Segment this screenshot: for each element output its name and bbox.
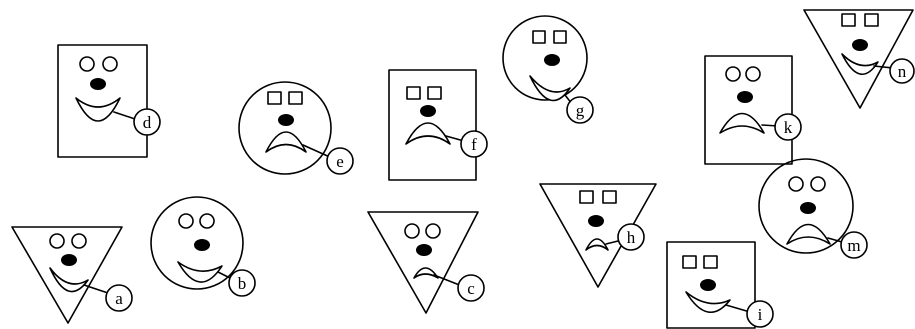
figure-label: h bbox=[627, 228, 636, 247]
figure-label: m bbox=[847, 236, 860, 255]
figure-h: h bbox=[540, 184, 656, 287]
nose bbox=[588, 215, 604, 227]
nose bbox=[544, 54, 560, 66]
figure-b: b bbox=[151, 197, 255, 296]
figure-label: g bbox=[576, 101, 585, 120]
square-outline bbox=[58, 45, 147, 157]
eye-round bbox=[726, 67, 740, 81]
circle-outline bbox=[239, 82, 331, 174]
mouth-smile bbox=[178, 262, 222, 282]
eye-round bbox=[80, 57, 94, 71]
mouth-smile bbox=[842, 54, 878, 74]
figure-i: i bbox=[667, 242, 773, 328]
mouth-frown bbox=[586, 239, 608, 250]
figure-m: m bbox=[759, 159, 867, 258]
nose bbox=[194, 239, 210, 251]
mouth-frown bbox=[787, 225, 830, 245]
figure-e: e bbox=[239, 82, 353, 174]
figure-label: c bbox=[467, 279, 475, 298]
mouth-smile bbox=[686, 292, 730, 312]
eye-round bbox=[405, 224, 419, 238]
eye-round bbox=[200, 214, 214, 228]
mouth-frown bbox=[266, 132, 306, 152]
eye-round bbox=[811, 177, 825, 191]
eye-square bbox=[865, 14, 878, 26]
eye-round bbox=[179, 214, 193, 228]
triangle-outline bbox=[12, 227, 122, 323]
figure-label: i bbox=[758, 305, 763, 324]
eye-round bbox=[103, 57, 117, 71]
eye-round bbox=[426, 224, 440, 238]
nose bbox=[700, 279, 716, 291]
figure-label: e bbox=[336, 152, 344, 171]
figure-g: g bbox=[503, 16, 593, 123]
eye-square bbox=[554, 31, 566, 43]
eye-round bbox=[789, 177, 803, 191]
pointer-line bbox=[726, 305, 750, 312]
figure-label: f bbox=[471, 135, 477, 154]
eye-round bbox=[72, 234, 86, 248]
figure-label: d bbox=[143, 113, 152, 132]
figure-d: d bbox=[58, 45, 160, 157]
nose bbox=[278, 114, 294, 126]
nose bbox=[90, 78, 106, 90]
figure-c: c bbox=[368, 212, 484, 313]
figure-k: k bbox=[705, 56, 801, 164]
figure-n: n bbox=[804, 10, 914, 108]
eye-square bbox=[533, 31, 545, 43]
eye-square bbox=[842, 14, 855, 26]
nose bbox=[416, 244, 432, 256]
eye-square bbox=[428, 87, 441, 99]
figure-label: b bbox=[238, 274, 247, 293]
eye-round bbox=[746, 67, 760, 81]
eye-square bbox=[407, 87, 420, 99]
nose bbox=[800, 202, 816, 214]
nose bbox=[737, 91, 753, 103]
figure-f: f bbox=[389, 70, 487, 180]
eye-square bbox=[704, 256, 717, 268]
eye-square bbox=[580, 191, 593, 203]
nose bbox=[61, 254, 77, 266]
figure-a: a bbox=[12, 227, 132, 323]
eye-square bbox=[289, 92, 302, 104]
figure-label: a bbox=[115, 289, 123, 308]
mouth-smile bbox=[50, 268, 88, 292]
eye-square bbox=[683, 256, 696, 268]
eye-square bbox=[268, 92, 281, 104]
nose bbox=[852, 39, 868, 51]
mouth-smile bbox=[530, 76, 570, 101]
square-outline bbox=[705, 56, 792, 164]
mouth-frown bbox=[720, 114, 764, 134]
mouth-frown bbox=[414, 268, 438, 278]
figure-label: k bbox=[784, 118, 793, 137]
eye-round bbox=[50, 234, 64, 248]
mouth-smile bbox=[76, 98, 120, 121]
nose bbox=[420, 105, 436, 117]
figure-label: n bbox=[898, 62, 907, 81]
triangle-outline bbox=[804, 10, 913, 108]
mouth-frown bbox=[406, 123, 450, 144]
eye-square bbox=[603, 191, 616, 203]
